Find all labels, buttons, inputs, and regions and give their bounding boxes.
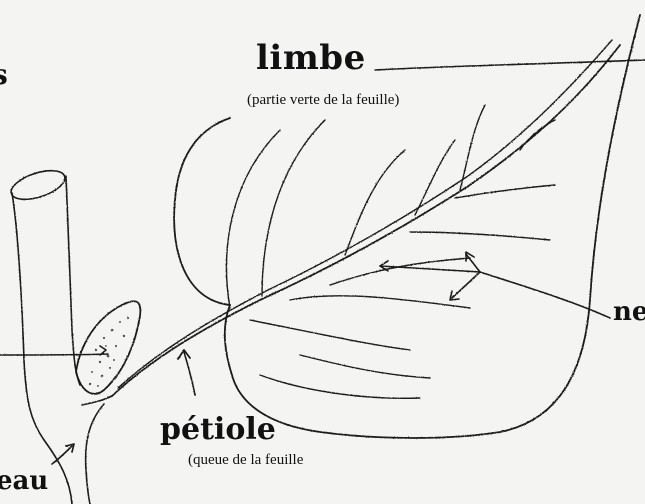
petiole-note: (queue de la feuille [188,452,303,469]
bud-leader-line [0,354,108,355]
limbe-note: (partie verte de la feuille) [247,92,399,109]
leaf-blade [174,15,640,438]
top-left-label-partial: s [0,58,8,91]
branch-label-partial: eau [0,466,48,496]
leaf-veins [227,105,555,398]
limbe-label: limbe [256,38,366,78]
petiole-label: pétiole [160,412,276,447]
vein-label-partial: ne [613,297,645,327]
stem [8,165,112,504]
